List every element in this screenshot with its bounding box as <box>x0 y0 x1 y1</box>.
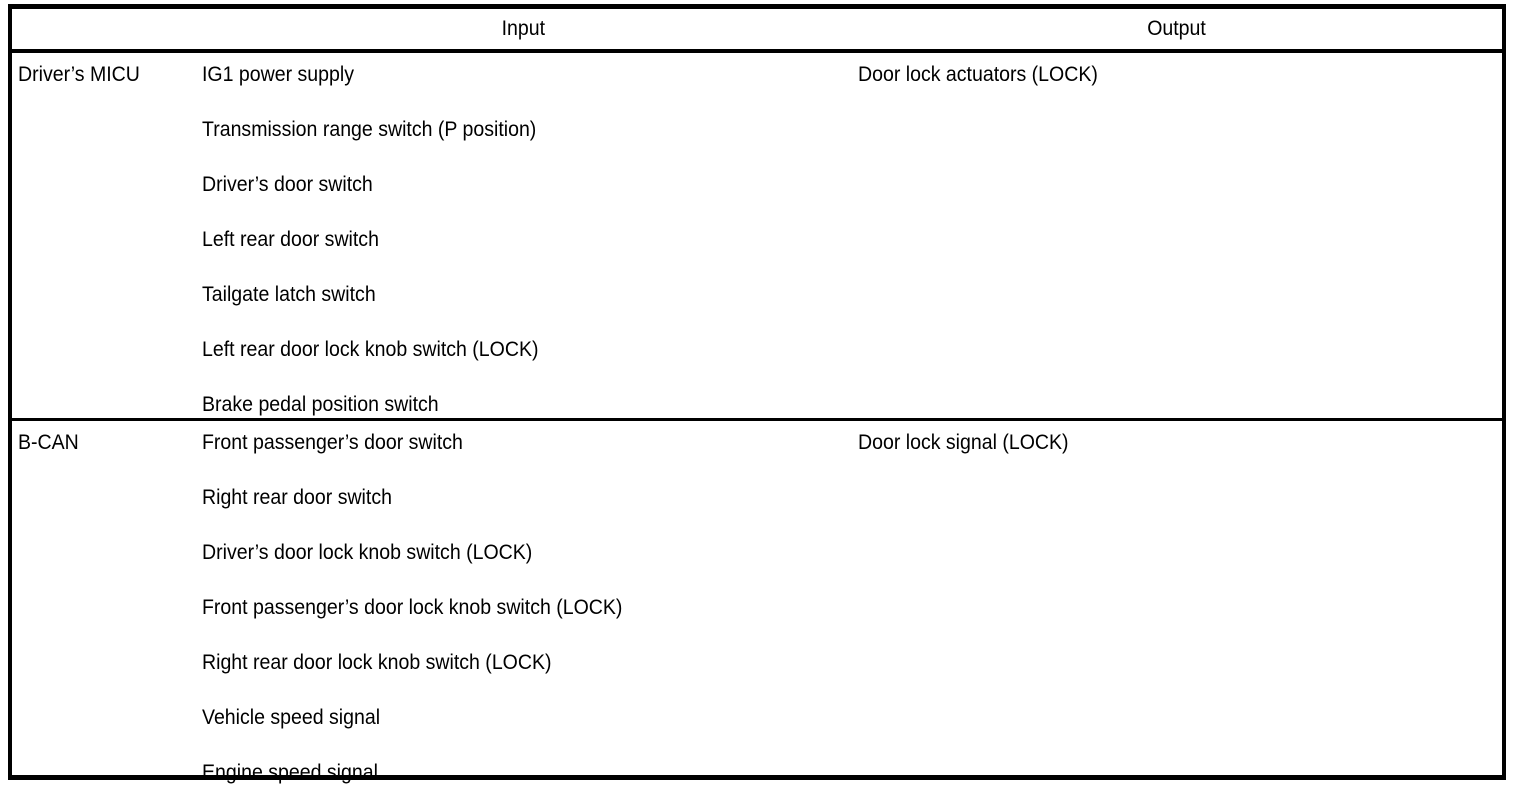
list-item: Driver’s door lock knob switch (LOCK) <box>202 540 851 595</box>
table-row: Driver’s MICU IG1 power supply Transmiss… <box>12 51 1502 420</box>
list-item: Front passenger’s door lock knob switch … <box>202 595 851 650</box>
list-item: Tailgate latch switch <box>202 282 851 337</box>
input-item-text: Transmission range switch (P position) <box>202 117 536 143</box>
input-cell-bcan: Front passenger’s door switch Right rear… <box>195 420 851 786</box>
input-item-text: Front passenger’s door lock knob switch … <box>202 595 622 621</box>
input-item-text: Right rear door lock knob switch (LOCK) <box>202 650 552 676</box>
input-cell-body: Front passenger’s door switch Right rear… <box>195 421 851 786</box>
list-item: Vehicle speed signal <box>202 705 851 760</box>
source-cell-body: B-CAN <box>12 421 195 456</box>
list-item: Door lock signal (LOCK) <box>858 430 1502 456</box>
output-cell-micu: Door lock actuators (LOCK) <box>851 51 1502 420</box>
list-item: Engine speed signal <box>202 760 851 786</box>
output-cell-body: Door lock signal (LOCK) <box>851 421 1502 456</box>
input-item-text: Driver’s door switch <box>202 172 373 198</box>
input-item-text: Driver’s door lock knob switch (LOCK) <box>202 540 532 566</box>
source-cell-bcan: B-CAN <box>12 420 195 786</box>
source-label: B-CAN <box>18 430 195 456</box>
list-item: Right rear door lock knob switch (LOCK) <box>202 650 851 705</box>
column-header-output: Output <box>851 9 1502 51</box>
input-cell-micu: IG1 power supply Transmission range swit… <box>195 51 851 420</box>
input-item-text: Front passenger’s door switch <box>202 430 463 456</box>
input-list: IG1 power supply Transmission range swit… <box>202 62 851 418</box>
list-item: Front passenger’s door switch <box>202 430 851 485</box>
column-header-input: Input <box>195 9 851 51</box>
source-label-text: Driver’s MICU <box>18 62 140 88</box>
output-item-text: Door lock actuators (LOCK) <box>858 62 1098 88</box>
input-list: Front passenger’s door switch Right rear… <box>202 430 851 786</box>
input-cell-body: IG1 power supply Transmission range swit… <box>195 53 851 418</box>
input-item-text: Brake pedal position switch <box>202 392 439 418</box>
output-list: Door lock signal (LOCK) <box>858 430 1502 456</box>
input-output-table: Input Output Driver’s MICU IG1 power sup… <box>12 9 1502 786</box>
input-item-text: Vehicle speed signal <box>202 705 380 731</box>
input-item-text: Left rear door switch <box>202 227 379 253</box>
input-item-text: Left rear door lock knob switch (LOCK) <box>202 337 538 363</box>
table-row: B-CAN Front passenger’s door switch Righ… <box>12 420 1502 786</box>
list-item: Right rear door switch <box>202 485 851 540</box>
column-header-input-label: Input <box>501 17 544 41</box>
list-item: Brake pedal position switch <box>202 392 851 418</box>
source-cell-micu: Driver’s MICU <box>12 51 195 420</box>
input-item-text: Engine speed signal <box>202 760 378 786</box>
source-label-text: B-CAN <box>18 430 79 456</box>
column-header-source <box>12 9 195 51</box>
list-item: Left rear door lock knob switch (LOCK) <box>202 337 851 392</box>
input-item-text: IG1 power supply <box>202 62 354 88</box>
output-item-text: Door lock signal (LOCK) <box>858 430 1069 456</box>
source-cell-body: Driver’s MICU <box>12 53 195 88</box>
output-cell-body: Door lock actuators (LOCK) <box>851 53 1502 88</box>
input-item-text: Right rear door switch <box>202 485 392 511</box>
list-item: IG1 power supply <box>202 62 851 117</box>
io-table-container: Input Output Driver’s MICU IG1 power sup… <box>8 4 1506 780</box>
input-item-text: Tailgate latch switch <box>202 282 376 308</box>
output-list: Door lock actuators (LOCK) <box>858 62 1502 88</box>
list-item: Transmission range switch (P position) <box>202 117 851 172</box>
list-item: Left rear door switch <box>202 227 851 282</box>
output-cell-bcan: Door lock signal (LOCK) <box>851 420 1502 786</box>
table-header-row: Input Output <box>12 9 1502 51</box>
column-header-output-label: Output <box>1147 17 1206 41</box>
list-item: Door lock actuators (LOCK) <box>858 62 1502 88</box>
source-label: Driver’s MICU <box>18 62 195 88</box>
list-item: Driver’s door switch <box>202 172 851 227</box>
